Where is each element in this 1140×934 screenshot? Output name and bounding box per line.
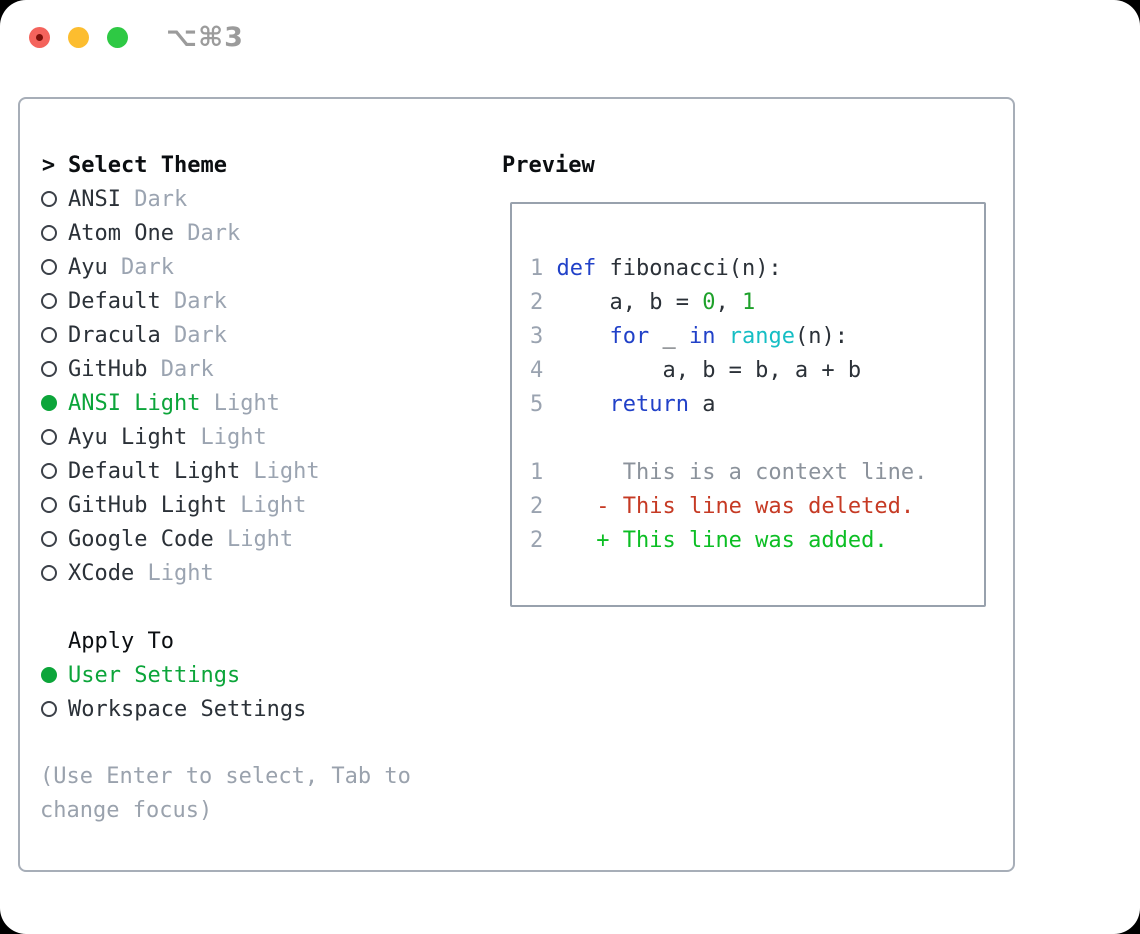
theme-option[interactable]: ANSI Dark — [40, 182, 480, 216]
radio-icon — [40, 429, 57, 445]
theme-option[interactable]: XCode Light — [40, 556, 480, 590]
theme-variant: Light — [134, 560, 214, 586]
theme-name: Default — [68, 288, 161, 314]
theme-name: GitHub — [68, 356, 148, 382]
radio-icon — [40, 225, 57, 241]
apply-option-label: Workspace Settings — [68, 696, 307, 722]
theme-variant: Dark — [173, 220, 241, 246]
theme-name: ANSI — [68, 186, 121, 212]
preview-code-box: 1 def fibonacci(n): 2 a, b = 0, 1 3 for _ … — [510, 202, 986, 607]
theme-option[interactable]: Google Code Light — [40, 522, 480, 556]
radio-icon — [40, 327, 57, 343]
code-line: 3 for _ in range(n): — [530, 324, 848, 349]
theme-option[interactable]: Atom One Dark — [40, 216, 480, 250]
apply-option[interactable]: Workspace Settings — [40, 692, 480, 726]
code-line: 2 - This line was deleted. — [530, 494, 915, 519]
radio-selected-icon — [40, 667, 57, 683]
code-line: 1 def fibonacci(n): — [530, 256, 782, 281]
radio-icon — [40, 361, 57, 377]
code-line: 2 + This line was added. — [530, 528, 888, 553]
theme-name: GitHub Light — [68, 492, 227, 518]
radio-icon — [40, 259, 57, 275]
radio-icon — [40, 293, 57, 309]
theme-option[interactable]: Default Dark — [40, 284, 480, 318]
theme-variant: Light — [240, 458, 320, 484]
theme-name: XCode — [68, 560, 135, 586]
theme-option[interactable]: GitHub Light Light — [40, 488, 480, 522]
code-line: 5 return a — [530, 392, 716, 417]
radio-icon — [40, 497, 57, 513]
theme-name: Dracula — [68, 322, 161, 348]
code-line: 4 a, b = b, a + b — [530, 358, 862, 383]
code-line: 2 a, b = 0, 1 — [530, 290, 756, 315]
spacer — [40, 590, 480, 624]
traffic-light-minimize[interactable] — [68, 27, 89, 48]
apply-to-title: Apply To — [68, 628, 174, 654]
preview-title: Preview — [502, 152, 595, 178]
radio-icon — [40, 701, 57, 717]
theme-variant: Dark — [120, 186, 188, 212]
page-title: Select Theme — [68, 152, 227, 178]
traffic-light-zoom[interactable] — [107, 27, 128, 48]
theme-option[interactable]: GitHub Dark — [40, 352, 480, 386]
theme-variant: Light — [187, 424, 267, 450]
radio-icon — [40, 565, 57, 581]
radio-selected-icon — [40, 395, 57, 411]
theme-option[interactable]: Ayu Light Light — [40, 420, 480, 454]
theme-name: Default Light — [68, 458, 241, 484]
radio-icon — [40, 531, 57, 547]
theme-name: Google Code — [68, 526, 214, 552]
theme-option[interactable]: Default Light Light — [40, 454, 480, 488]
code-line — [530, 422, 984, 456]
theme-option[interactable]: Dracula Dark — [40, 318, 480, 352]
theme-name: Ayu — [68, 254, 108, 280]
theme-variant: Dark — [160, 288, 227, 314]
radio-icon — [40, 191, 57, 207]
theme-option[interactable]: Ayu Dark — [40, 250, 480, 284]
theme-variant: Dark — [160, 322, 227, 348]
theme-name: Atom One — [68, 220, 174, 246]
keyboard-shortcut-label: ⌥⌘3 — [166, 22, 244, 53]
theme-variant: Light — [200, 390, 280, 416]
traffic-light-close[interactable] — [29, 27, 50, 48]
select-theme-header: > Select Theme — [40, 148, 480, 182]
theme-variant: Light — [213, 526, 294, 552]
prompt-icon: > — [41, 152, 56, 178]
titlebar: ⌥⌘3 — [0, 0, 1140, 75]
unsaved-dot-icon — [36, 34, 43, 41]
apply-to-header: Apply To — [40, 624, 480, 658]
radio-icon — [40, 463, 57, 479]
theme-variant: Dark — [107, 254, 174, 280]
theme-option[interactable]: ANSI Light Light — [40, 386, 480, 420]
spacer — [40, 726, 480, 760]
usage-hint: (Use Enter to select, Tab to change focu… — [40, 764, 411, 823]
apply-option-label: User Settings — [68, 662, 241, 688]
code-line: 1 This is a context line. — [530, 460, 928, 485]
apply-option[interactable]: User Settings — [40, 658, 480, 692]
theme-name: Ayu Light — [68, 424, 188, 450]
theme-variant: Dark — [147, 356, 214, 382]
theme-name: ANSI Light — [68, 390, 201, 416]
theme-variant: Light — [226, 492, 307, 518]
